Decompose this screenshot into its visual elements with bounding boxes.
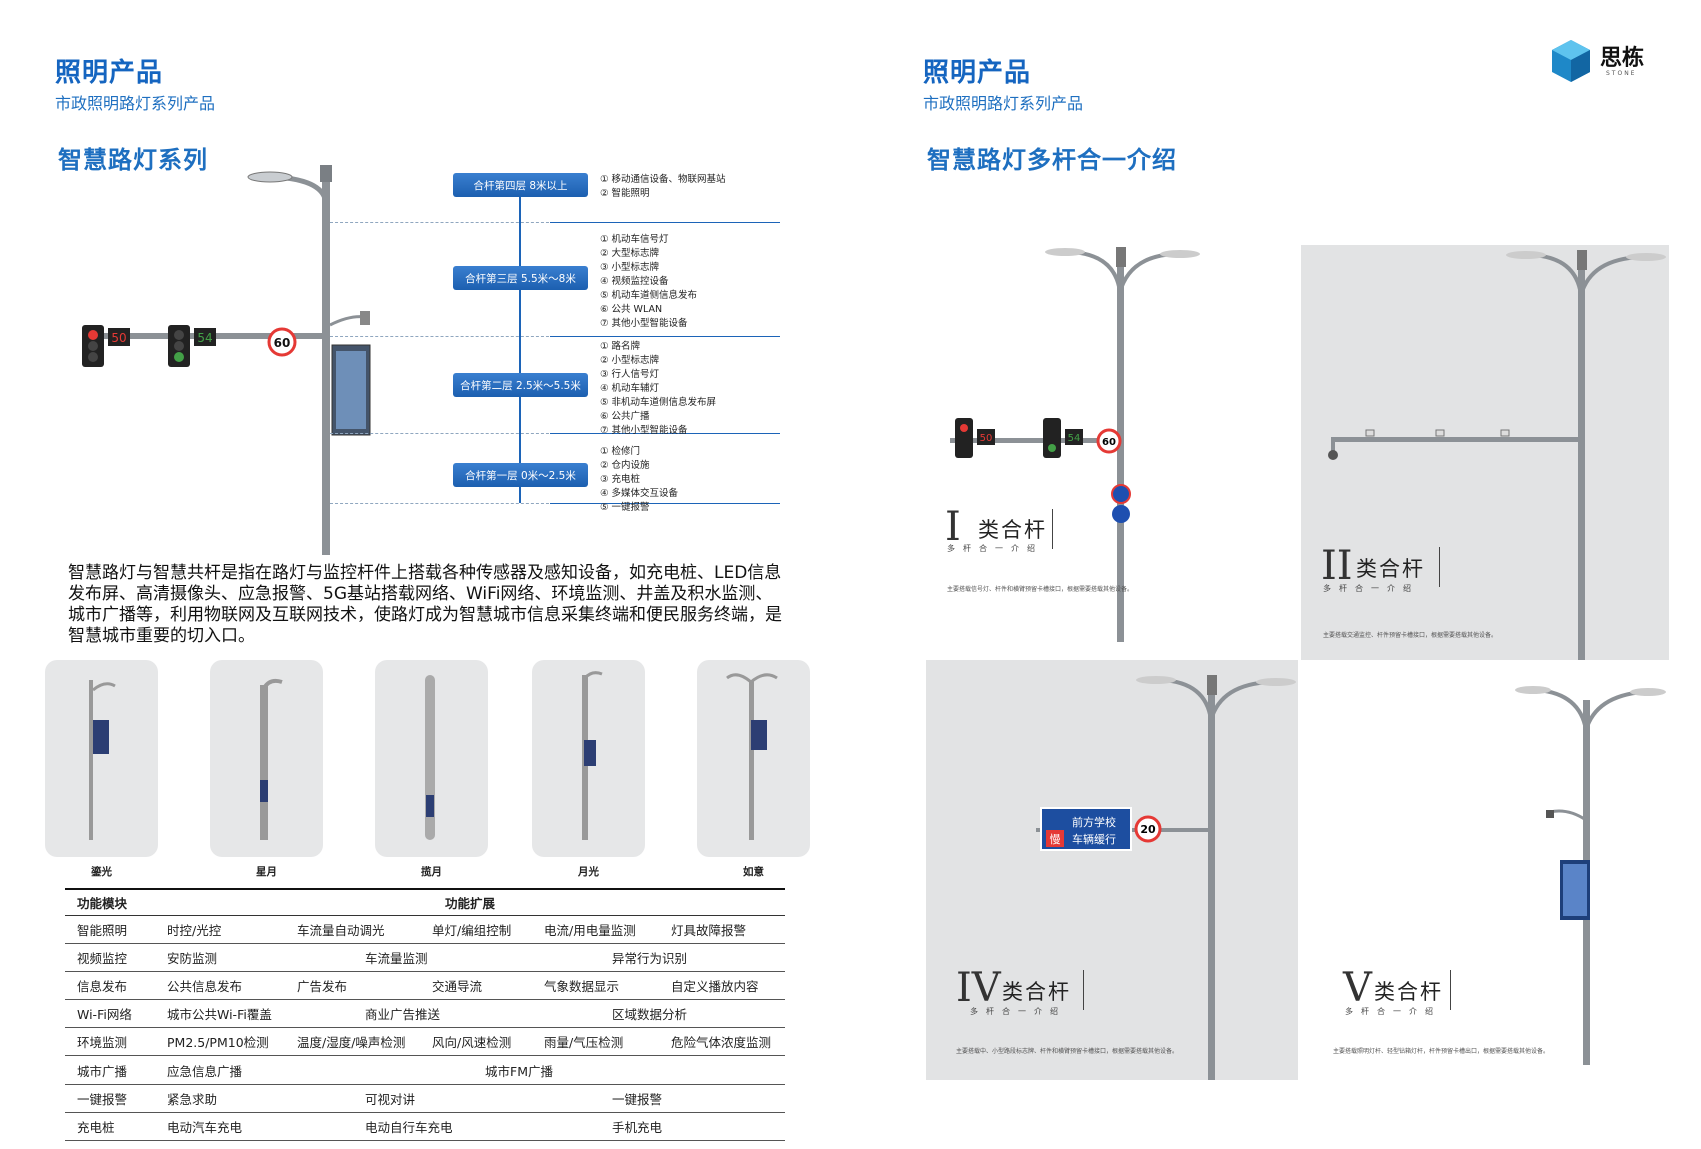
product-card-liuguang[interactable] <box>45 660 158 857</box>
section-title: 智慧路灯系列 <box>58 146 208 174</box>
table-header: 功能模块 <box>65 888 155 916</box>
table-row: 城市广播 应急信息广播 城市FM广播 <box>65 1055 785 1085</box>
pole-panel-type-4: 慢 前方学校 车辆缓行 20 IV 类合杆 多杆合一介绍 主要搭载中、小型路段标… <box>926 660 1298 1080</box>
product-label: 揽月 <box>421 866 442 878</box>
table-row: Wi-Fi网络 城市公共Wi-Fi覆盖 商业广告推送 区域数据分析 <box>65 999 785 1029</box>
table-row: 智能照明 时控/光控 车流量自动调光 单灯/编组控制 电流/用电量监测 灯具故障… <box>65 915 785 944</box>
table-header: 功能扩展 <box>155 888 785 916</box>
smart-pole-illustration: 50 54 60 <box>82 165 371 555</box>
pole-panel-type-2: II 类合杆 多杆合一介绍 主要搭载交通监控、杆件预留卡槽接口，根据需要搭载其他… <box>1301 245 1669 660</box>
brand-logo: 思栋 STONE <box>1550 38 1660 88</box>
product-label: 月光 <box>578 866 599 878</box>
svg-text:车辆缓行: 车辆缓行 <box>1072 832 1116 846</box>
cube-logo-icon <box>1552 40 1590 82</box>
description-paragraph: 智慧路灯与智慧共杆是指在路灯与监控杆件上搭载各种传感器及感知设备，如充电桩、LE… <box>68 563 782 646</box>
product-card-yueguang[interactable] <box>532 660 645 857</box>
countdown-red: 50 <box>111 331 126 345</box>
layer-items-1: ① 检修门 ② 仓内设施 ③ 充电桩 ④ 多媒体交互设备 ⑤ 一键报警 <box>600 446 679 513</box>
product-card-ruyi[interactable] <box>697 660 810 857</box>
svg-text:前方学校: 前方学校 <box>1072 815 1116 829</box>
speed-limit-sign <box>267 327 297 357</box>
table-row: 一键报警 紧急求助 可视对讲 一键报警 <box>65 1084 785 1113</box>
svg-text:60: 60 <box>1102 437 1116 448</box>
table-row: 环境监测 PM2.5/PM10检测 温度/湿度/噪声检测 风向/风速检测 雨量/… <box>65 1027 785 1057</box>
page-title: 照明产品 <box>55 58 164 88</box>
table-row: 视频监控 安防监测 车流量监测 异常行为识别 <box>65 943 785 972</box>
page-title: 照明产品 <box>923 58 1032 88</box>
right-page: 照明产品 市政照明路灯系列产品 智慧路灯多杆合一介绍 思栋 STONE 50 <box>870 0 1701 1149</box>
product-label: 如意 <box>743 866 764 878</box>
layer-tag-3: 合杆第三层 5.5米～8米 <box>453 266 588 290</box>
svg-text:20: 20 <box>1140 823 1156 836</box>
product-card-lanyue[interactable] <box>375 660 488 857</box>
layer-items-3: ① 机动车信号灯 ② 大型标志牌 ③ 小型标志牌 ④ 视频监控设备 ⑤ 机动车道… <box>600 234 698 329</box>
product-cards: 鎏光 星月 揽月 月光 如意 <box>45 660 815 880</box>
layer-tag-2: 合杆第二层 2.5米～5.5米 <box>453 373 588 397</box>
svg-text:60: 60 <box>274 336 291 350</box>
page-subtitle: 市政照明路灯系列产品 <box>55 94 216 113</box>
product-card-xingyue[interactable] <box>210 660 323 857</box>
table-row: 信息发布 公共信息发布 广告发布 交通导流 气象数据显示 自定义播放内容 <box>65 971 785 1001</box>
table-row: 充电桩 电动汽车充电 电动自行车充电 手机充电 <box>65 1112 785 1142</box>
layer-tag-4: 合杆第四层 8米以上 <box>453 173 588 197</box>
page-subtitle: 市政照明路灯系列产品 <box>923 94 1084 113</box>
product-label: 星月 <box>256 866 277 878</box>
layer-items-2: ① 路名牌 ② 小型标志牌 ③ 行人信号灯 ④ 机动车辅灯 ⑤ 非机动车道侧信息… <box>600 341 717 436</box>
left-page: 照明产品 市政照明路灯系列产品 智慧路灯系列 50 54 60 <box>0 0 850 1149</box>
svg-text:54: 54 <box>1068 433 1081 444</box>
function-table: 功能模块 功能扩展 智能照明 时控/光控 车流量自动调光 单灯/编组控制 电流/… <box>65 888 785 1142</box>
svg-text:慢: 慢 <box>1050 833 1061 846</box>
pole-panel-type-5: V 类合杆 多杆合一介绍 主要搭载照明灯杆、轻型钻箱灯杆，杆件预留卡槽出口，根据… <box>1298 660 1669 1080</box>
section-title: 智慧路灯多杆合一介绍 <box>927 146 1177 174</box>
svg-text:50: 50 <box>980 433 993 444</box>
countdown-green: 54 <box>197 331 212 345</box>
layer-items-4: ① 移动通信设备、物联网基站 ② 智能照明 <box>600 174 726 199</box>
layer-diagram: 50 54 60 合杆第四层 8米以上 ① 移动通信设备、物联网基站 ② 智能照… <box>60 165 780 555</box>
product-label: 鎏光 <box>91 866 112 878</box>
pole-panel-type-1: 50 54 60 I 类合杆 多杆合一介绍 主要搭载信号灯、杆件和横臂预留卡槽接… <box>935 242 1245 642</box>
layer-tag-1: 合杆第一层 0米～2.5米 <box>453 463 588 487</box>
